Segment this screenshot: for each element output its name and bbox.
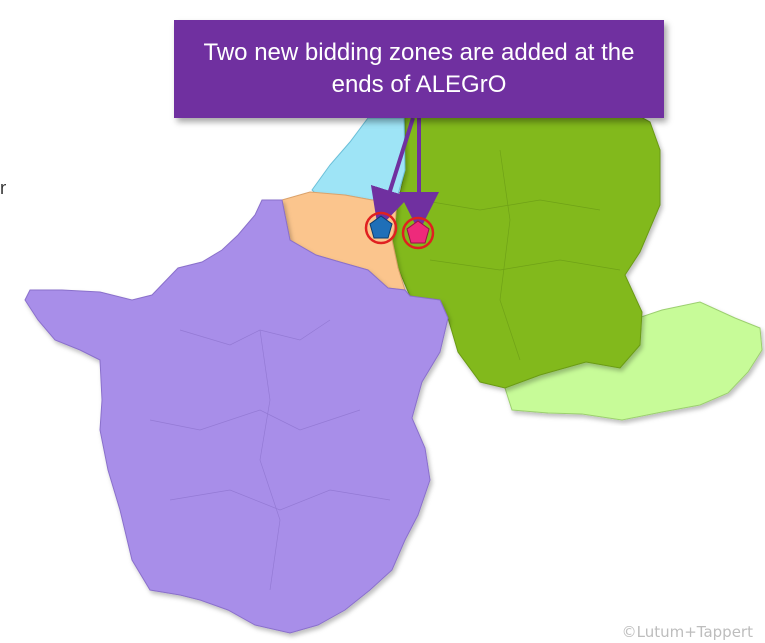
- arrow-to-belgian-zone: [370, 117, 415, 230]
- france-region: [24, 199, 449, 634]
- pentagon-icon: [406, 220, 430, 244]
- marker-german-zone[interactable]: [401, 216, 435, 250]
- callout-text: Two new bidding zones are added at the e…: [203, 39, 635, 98]
- callout-box: Two new bidding zones are added at the e…: [174, 20, 664, 118]
- internal-borders: [149, 319, 391, 591]
- callout-arrows: [370, 117, 439, 232]
- marker-belgian-zone[interactable]: [364, 211, 398, 245]
- edge-text-fragment: n: [0, 178, 6, 198]
- germany-internal-borders: [419, 149, 621, 361]
- pentagon-icon: [369, 215, 393, 239]
- copyright-notice: ©Lutum+Tappert: [621, 623, 753, 641]
